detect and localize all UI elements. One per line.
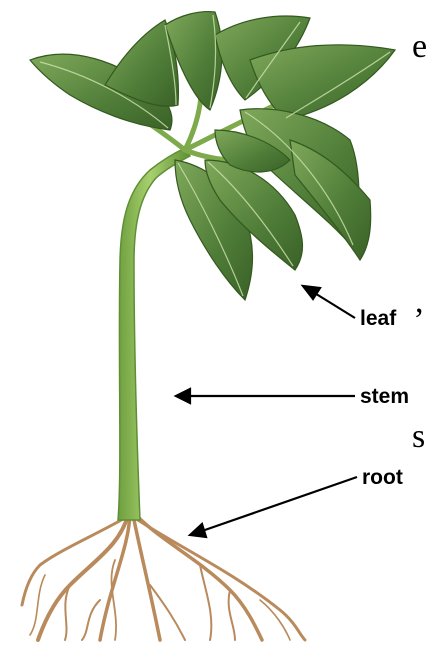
label-arrows xyxy=(176,286,357,537)
arrow-root xyxy=(190,477,357,537)
root-system xyxy=(22,515,305,640)
cropped-text-s: s xyxy=(412,420,425,454)
label-leaf: leaf xyxy=(360,308,396,329)
arrow-stem xyxy=(176,389,355,403)
arrow-leaf xyxy=(303,286,355,318)
label-stem: stem xyxy=(360,386,409,407)
cropped-text-e: e xyxy=(412,30,427,64)
label-root: root xyxy=(362,467,403,488)
stem-shape xyxy=(118,148,190,520)
cropped-text-comma: , xyxy=(415,285,424,319)
